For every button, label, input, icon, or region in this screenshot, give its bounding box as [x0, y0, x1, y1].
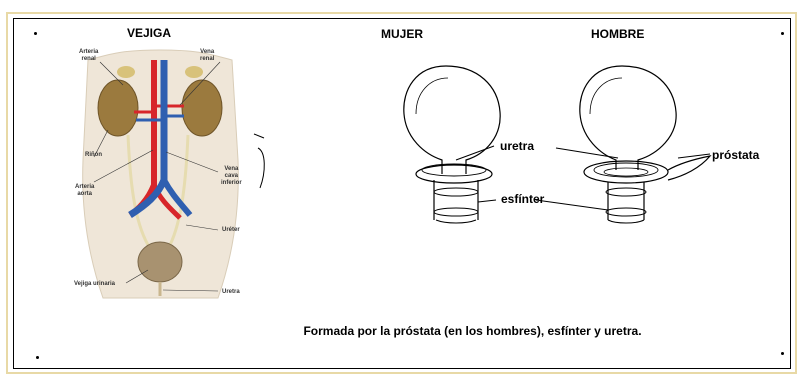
title-vejiga: VEJIGA [127, 26, 172, 40]
label-uretra: uretra [500, 139, 535, 153]
corner-dot [34, 32, 37, 35]
corner-dot [781, 32, 784, 35]
label-uretra-small: Uretra [222, 289, 240, 295]
title-mujer: MUJER [381, 27, 424, 41]
caption: Formada por la próstata (en los hombres)… [303, 324, 642, 338]
label-rinon: Riñón [85, 152, 102, 158]
label-ureter: Uréter [222, 227, 240, 233]
label-prostata: próstata [712, 148, 760, 162]
corner-dot [36, 356, 39, 359]
outer-frame [6, 12, 797, 374]
label-vejiga-urinaria: Vejiga urinaria [74, 281, 116, 287]
inner-frame [13, 18, 791, 369]
corner-dot [781, 352, 784, 355]
female-bladder-sketch [403, 65, 501, 224]
urinary-system-illustration [68, 40, 253, 300]
label-esfinter: esfínter [501, 192, 545, 206]
edge-marks [253, 133, 265, 189]
male-bladder-sketch [535, 65, 712, 224]
title-hombre: HOMBRE [591, 27, 645, 41]
